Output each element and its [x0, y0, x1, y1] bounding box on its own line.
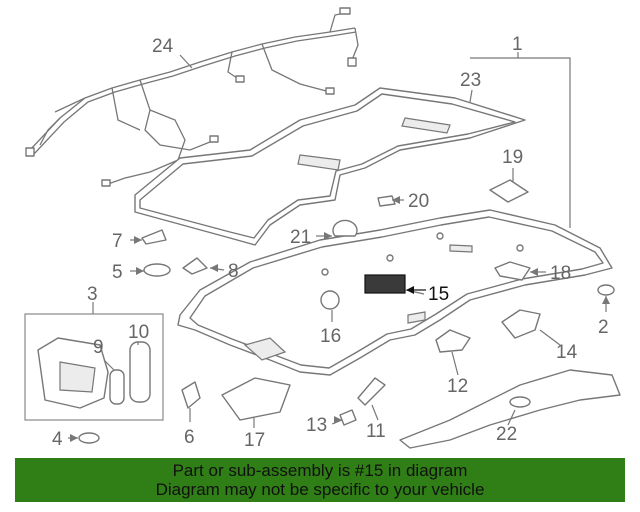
banner-line-1: Part or sub-assembly is #15 in diagram [172, 461, 468, 480]
callout-10: 10 [128, 322, 149, 343]
callout-14: 14 [556, 342, 578, 363]
banner-line-2: Diagram may not be specific to your vehi… [155, 480, 485, 499]
callout-4: 4 [52, 429, 63, 450]
callout-arrows [70, 196, 610, 442]
callout-18: 18 [550, 263, 571, 284]
callout-1-bracket [470, 57, 571, 228]
callout-17: 17 [244, 430, 265, 451]
callout-22: 22 [496, 424, 517, 445]
sun-visor-inset-3 [24, 313, 164, 421]
callout-8: 8 [228, 261, 239, 282]
callout-2: 2 [598, 317, 609, 338]
parts-diagram: 1 2 3 4 5 6 7 8 9 10 11 12 13 14 15 16 1… [24, 7, 621, 451]
callout-23: 23 [460, 70, 481, 91]
callout-24: 24 [152, 36, 174, 57]
info-banner: Part or sub-assembly is #15 in diagram D… [15, 458, 625, 502]
callout-20: 20 [408, 191, 429, 212]
callout-15-arrow [406, 286, 414, 294]
small-parts [78, 179, 621, 449]
headliner-panel-23 [134, 87, 526, 246]
callout-16: 16 [320, 326, 341, 347]
callout-7: 7 [112, 231, 123, 252]
callout-12: 12 [447, 376, 468, 397]
callout-21: 21 [290, 227, 311, 248]
callout-6: 6 [184, 427, 195, 448]
callout-15: 15 [428, 284, 449, 305]
callout-5: 5 [112, 262, 123, 283]
callout-13: 13 [306, 415, 327, 436]
callout-19: 19 [502, 147, 523, 168]
callout-9: 9 [93, 337, 104, 358]
callout-1: 1 [512, 34, 523, 55]
callout-3: 3 [87, 284, 98, 305]
wiring-harness-24 [25, 7, 359, 187]
callout-11: 11 [366, 421, 386, 442]
headliner-main [177, 209, 613, 376]
part-15-highlighted [364, 274, 406, 294]
